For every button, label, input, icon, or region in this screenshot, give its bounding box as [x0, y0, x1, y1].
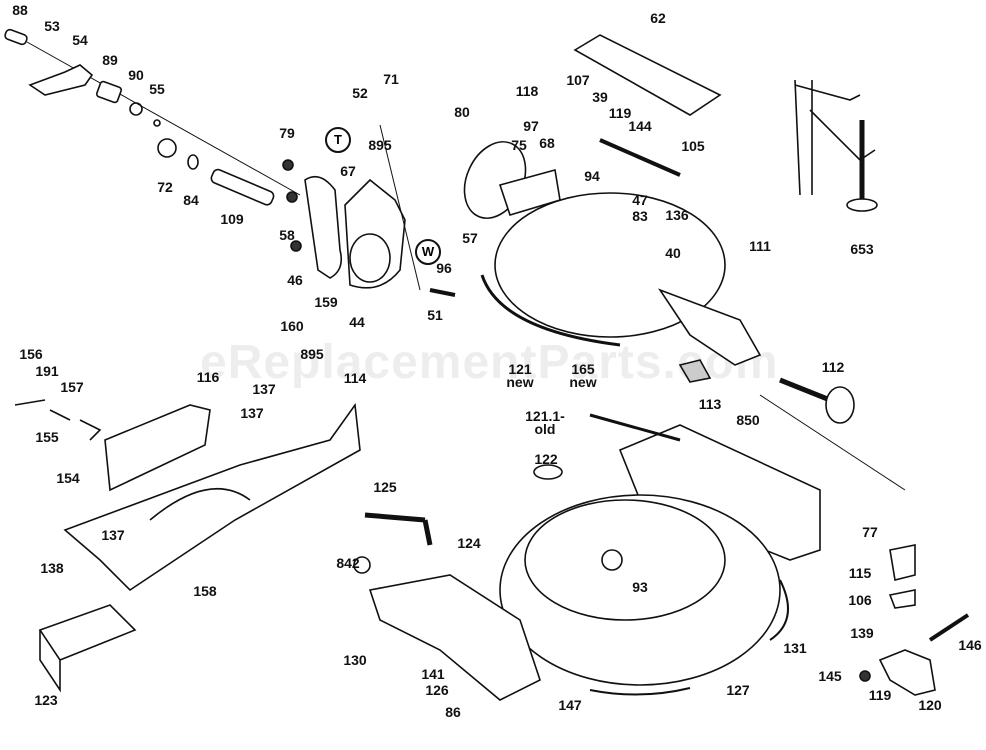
- part-number-label: 67: [340, 163, 356, 179]
- part-number-label: 154: [56, 470, 80, 486]
- part-number-label: 138: [40, 560, 64, 576]
- part-number-label: 191: [35, 363, 59, 379]
- part-number-label: 77: [862, 524, 878, 540]
- part-number-label: 105: [681, 138, 705, 154]
- part-number-label: 119: [868, 687, 892, 703]
- part-number-label: 158: [193, 583, 217, 599]
- part-number-label: 115: [848, 565, 872, 581]
- part-number-label: 52: [352, 85, 368, 101]
- part-number-label: 80: [454, 104, 470, 120]
- watermark: eReplacementParts.com: [200, 336, 779, 389]
- callout-circle-label: W: [415, 239, 441, 265]
- part-number-label: 75: [511, 137, 527, 153]
- part-number-label: 109: [220, 211, 244, 227]
- part-number-label: 131: [783, 640, 807, 656]
- part-number-label: 90: [128, 67, 144, 83]
- part-number-label: 147: [558, 697, 582, 713]
- part-number-label: 71: [383, 71, 399, 87]
- part-number-label: 89: [102, 52, 118, 68]
- saw-base: [353, 413, 821, 701]
- part-number-label: 72: [157, 179, 173, 195]
- part-number-label: 141: [421, 666, 445, 682]
- part-number-label: 653: [850, 241, 874, 257]
- part-number-label: 146: [958, 637, 982, 653]
- part-number-label: 46: [287, 272, 303, 288]
- part-number-label: 116: [196, 369, 220, 385]
- part-number-label: 159: [314, 294, 338, 310]
- part-number-label: 39: [592, 89, 608, 105]
- part-number-label: 83: [632, 208, 648, 224]
- part-number-label: 106: [848, 592, 872, 608]
- part-number-label: 114: [343, 370, 367, 386]
- part-number-label: 62: [650, 10, 666, 26]
- part-number-label: 155: [35, 429, 59, 445]
- part-number-label: 139: [850, 625, 874, 641]
- table-extension: [14, 399, 361, 693]
- part-number-label: 130: [343, 652, 367, 668]
- part-number-label: 86: [445, 704, 461, 720]
- part-number-label: 55: [149, 81, 165, 97]
- part-number-label: 118: [515, 83, 539, 99]
- part-number-label: 44: [349, 314, 365, 330]
- part-number-label: 157: [60, 379, 84, 395]
- part-number-label: 113: [698, 396, 722, 412]
- part-number-label: 121 new: [506, 361, 534, 390]
- part-number-label: 850: [736, 412, 760, 428]
- part-number-label: 84: [183, 192, 199, 208]
- part-number-label: 121.1- old: [525, 408, 565, 437]
- part-number-label: 40: [665, 245, 681, 261]
- part-number-label: 136: [665, 207, 689, 223]
- part-number-label: 94: [584, 168, 600, 184]
- part-number-label: 120: [918, 697, 942, 713]
- part-number-label: 111: [749, 238, 771, 254]
- part-number-label: 112: [821, 359, 845, 375]
- part-number-label: 137: [252, 381, 276, 397]
- part-number-label: 47: [632, 192, 648, 208]
- part-number-label: 895: [300, 346, 324, 362]
- part-number-label: 165 new: [569, 361, 597, 390]
- part-number-label: 137: [101, 527, 125, 543]
- part-number-label: 842: [336, 555, 360, 571]
- part-number-label: 123: [34, 692, 58, 708]
- part-number-label: 125: [373, 479, 397, 495]
- part-number-label: 895: [368, 137, 392, 153]
- handle-assembly: [4, 28, 301, 206]
- fence-plate: [573, 34, 722, 116]
- part-number-label: 145: [818, 668, 842, 684]
- part-number-label: 53: [44, 18, 60, 34]
- callout-circle-label: T: [325, 127, 351, 153]
- part-number-label: 126: [425, 682, 449, 698]
- part-number-label: 93: [632, 579, 648, 595]
- part-number-label: 160: [280, 318, 304, 334]
- part-number-label: 79: [279, 125, 295, 141]
- part-number-label: 97: [523, 118, 539, 134]
- part-number-label: 107: [566, 72, 590, 88]
- turntable-arm: [480, 138, 855, 424]
- part-number-label: 137: [240, 405, 264, 421]
- part-number-label: 127: [726, 682, 750, 698]
- part-number-label: 122: [534, 451, 558, 467]
- part-number-label: 156: [19, 346, 43, 362]
- part-number-label: 51: [427, 307, 443, 323]
- part-number-label: 57: [462, 230, 478, 246]
- part-number-label: 58: [279, 227, 295, 243]
- bevel-parts: [759, 394, 970, 696]
- part-number-label: 54: [72, 32, 88, 48]
- part-number-label: 88: [12, 2, 28, 18]
- part-number-label: 68: [539, 135, 555, 151]
- part-number-label: 96: [436, 260, 452, 276]
- guard-bracket: [282, 124, 456, 297]
- part-number-label: 144: [628, 118, 652, 134]
- part-number-label: 124: [457, 535, 481, 551]
- part-number-label: 119: [608, 105, 632, 121]
- hold-down-clamp: [794, 79, 878, 212]
